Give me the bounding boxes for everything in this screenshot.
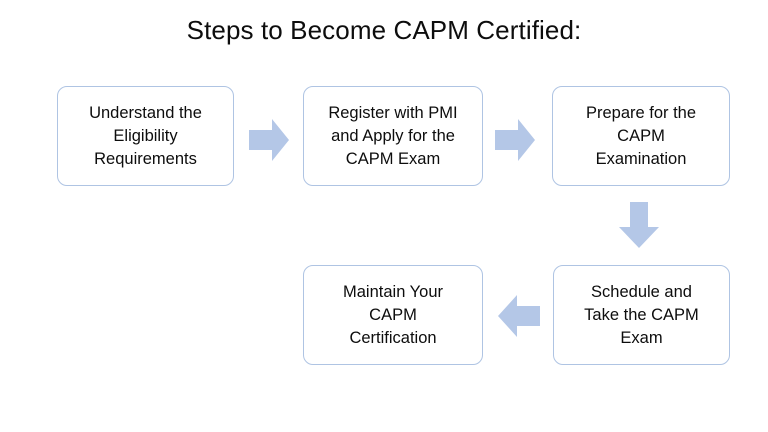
arrow-left-icon-1 [498,295,540,337]
arrow-right-icon-2 [495,119,535,161]
flow-step-box-1[interactable]: Understand the Eligibility Requirements [57,86,234,186]
flow-step-label-5: Maintain Your CAPM Certification [343,282,443,347]
arrow-down-icon-1 [619,202,659,248]
flow-step-label-4: Schedule and Take the CAPM Exam [584,282,699,347]
flow-step-box-5[interactable]: Maintain Your CAPM Certification [303,265,483,365]
page-title: Steps to Become CAPM Certified: [186,15,582,45]
arrow-right-icon-1 [249,119,289,161]
flow-step-box-3[interactable]: Prepare for the CAPM Examination [552,86,730,186]
flow-step-box-4[interactable]: Schedule and Take the CAPM Exam [553,265,730,365]
flow-step-label-1: Understand the Eligibility Requirements [89,103,202,168]
flow-step-label-2: Register with PMI and Apply for the CAPM… [328,103,458,168]
flow-step-box-2[interactable]: Register with PMI and Apply for the CAPM… [303,86,483,186]
flow-step-label-3: Prepare for the CAPM Examination [585,103,697,168]
